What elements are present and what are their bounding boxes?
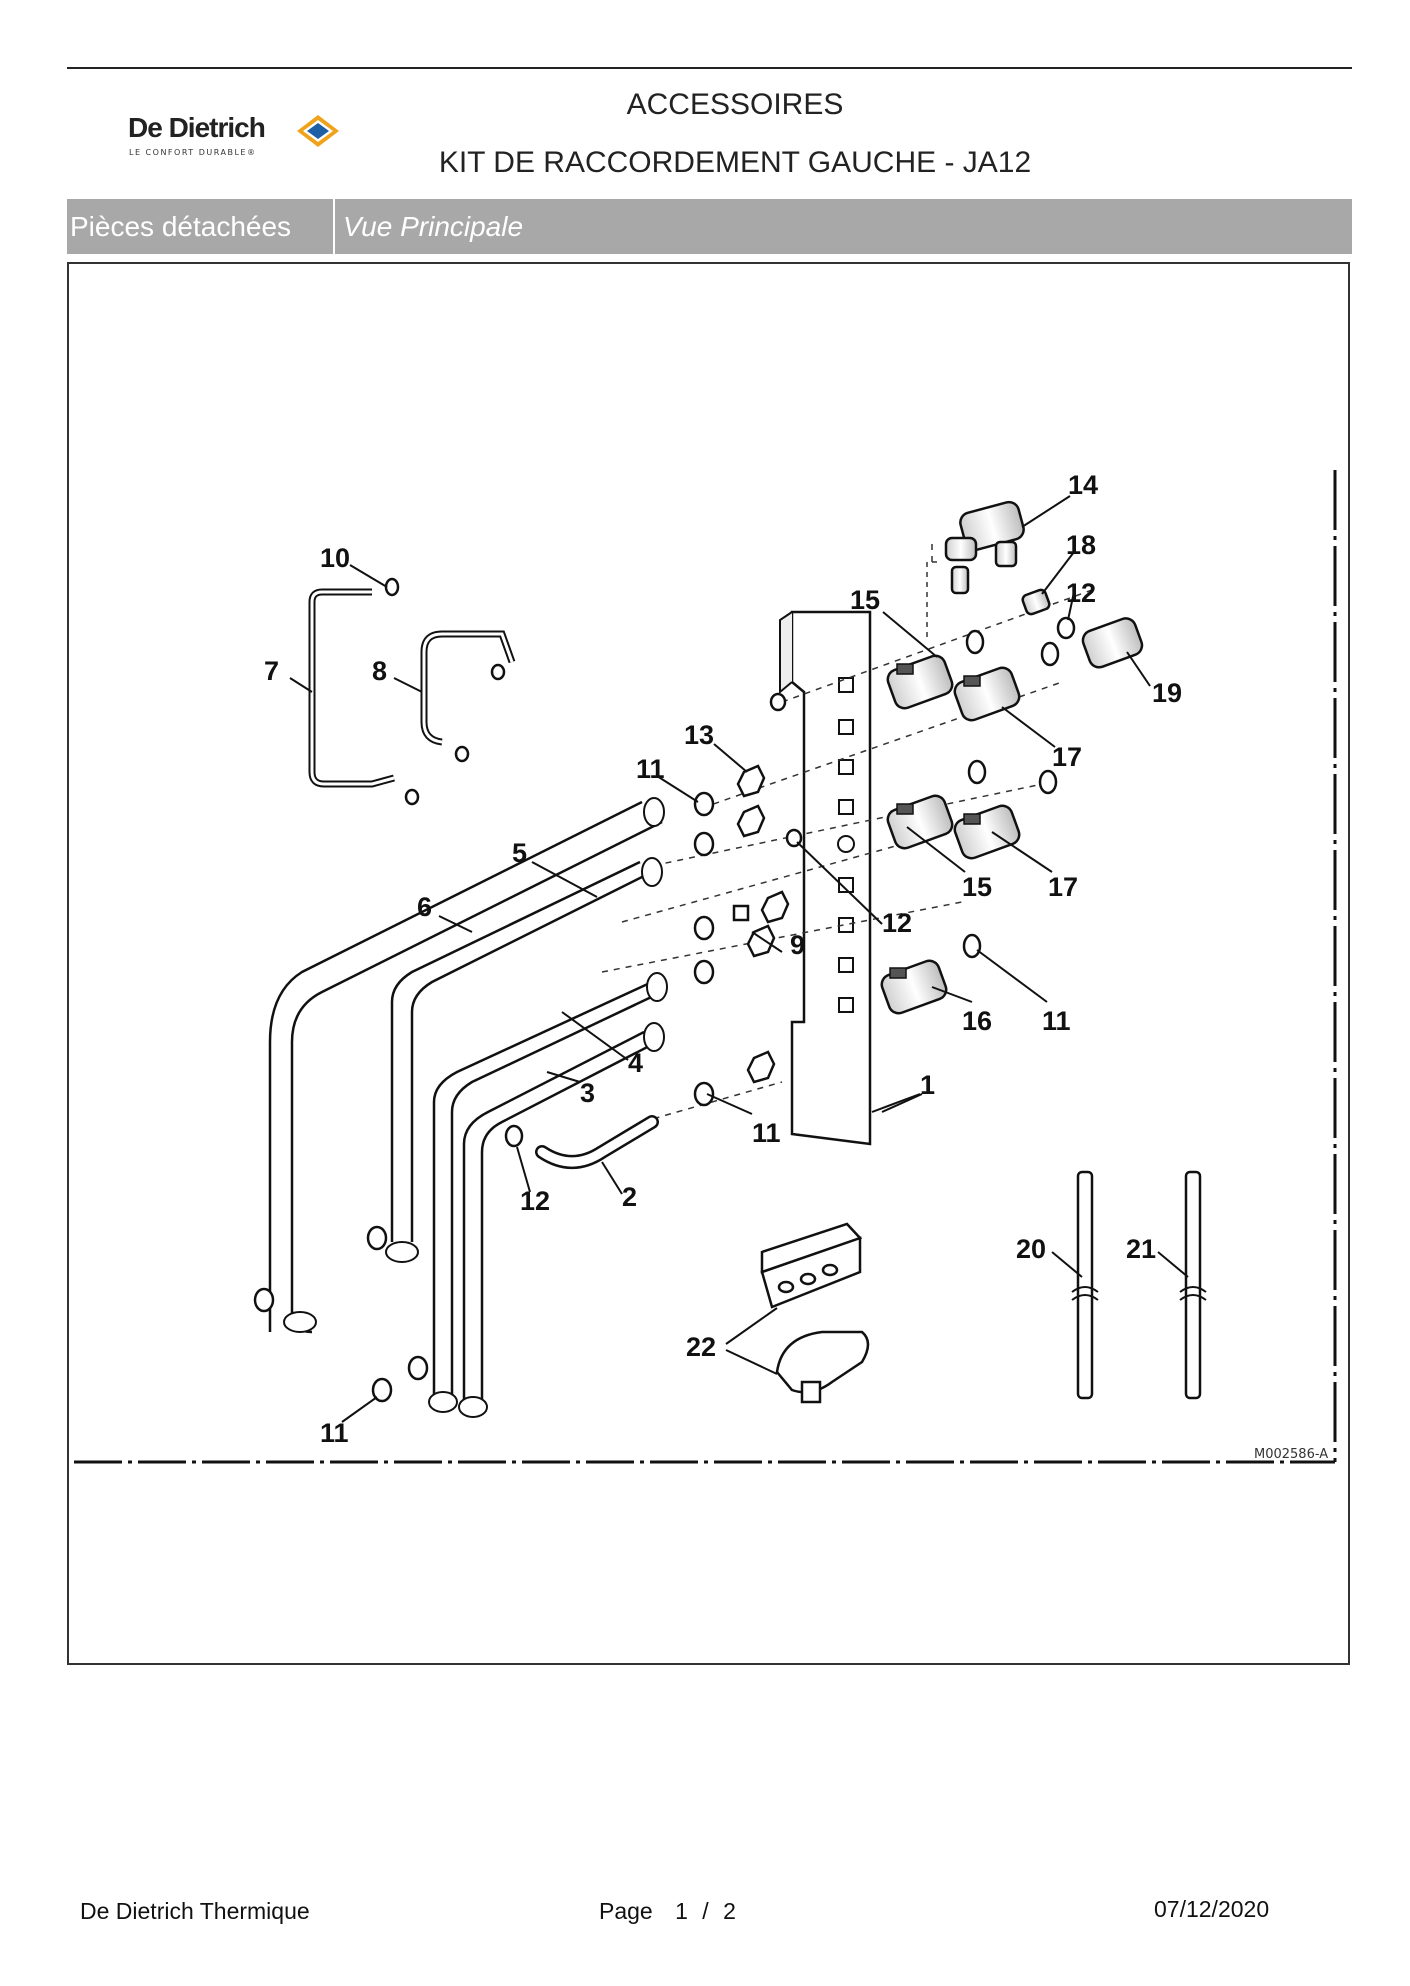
callout-21: 21 (1126, 1234, 1156, 1264)
doc-title: KIT DE RACCORDEMENT GAUCHE - JA12 (438, 146, 1032, 179)
tabs-bar: Pièces détachées Vue Principale (67, 199, 1352, 254)
callout-16: 16 (962, 1006, 992, 1036)
callout-4: 4 (628, 1048, 643, 1078)
callout-5: 5 (512, 838, 527, 868)
page-total: 2 (723, 1898, 736, 1924)
tab-pieces-detachees[interactable]: Pièces détachées (67, 199, 335, 254)
tab-vue-principale[interactable]: Vue Principale (343, 211, 524, 242)
callout-9: 9 (790, 930, 805, 960)
callout-13: 13 (684, 720, 714, 750)
footer-date: 07/12/2020 (1154, 1896, 1270, 1922)
page-separator: / (702, 1898, 709, 1924)
callout-22: 22 (686, 1332, 716, 1362)
callout-11-d: 11 (1042, 1006, 1071, 1036)
top-rule (67, 67, 1352, 69)
exploded-view-frame: 10 7 8 13 11 5 6 9 12 4 3 1 11 2 12 11 1… (67, 262, 1350, 1665)
callout-15-b: 15 (962, 872, 992, 902)
callout-17-b: 17 (1048, 872, 1078, 902)
brand-tagline: LE CONFORT DURABLE® (129, 148, 257, 157)
brand-wordmark: De Dietrich (128, 112, 266, 143)
callout-19: 19 (1152, 678, 1182, 708)
exploded-view-diagram: 10 7 8 13 11 5 6 9 12 4 3 1 11 2 12 11 1… (74, 470, 1337, 1464)
callout-3: 3 (580, 1078, 595, 1108)
footer-company: De Dietrich Thermique (80, 1898, 310, 1924)
callout-6: 6 (417, 892, 432, 922)
de-dietrich-logo: De Dietrich LE CONFORT DURABLE® (128, 112, 348, 164)
doc-heading: ACCESSOIRES (626, 88, 844, 121)
callout-11-c: 11 (320, 1418, 349, 1448)
footer-page-indicator: Page 1 / 2 (599, 1898, 752, 1925)
callout-11-a: 11 (636, 754, 665, 784)
callout-2: 2 (622, 1182, 637, 1212)
callout-18: 18 (1066, 530, 1096, 560)
callout-12-b: 12 (520, 1186, 550, 1216)
diamond-logo-icon (297, 115, 339, 147)
callout-12-a: 12 (882, 908, 912, 938)
callout-17-a: 17 (1052, 742, 1082, 772)
callout-20: 20 (1016, 1234, 1046, 1264)
callout-8: 8 (372, 656, 387, 686)
callout-15-a: 15 (850, 585, 880, 615)
callout-14: 14 (1068, 470, 1098, 500)
callout-11-b: 11 (752, 1118, 781, 1148)
callout-12-c: 12 (1066, 578, 1096, 608)
callout-10: 10 (320, 543, 350, 573)
callout-7: 7 (264, 656, 279, 686)
drawing-reference-code: M002586-A (1254, 1447, 1328, 1462)
callout-1: 1 (920, 1070, 935, 1100)
page-label: Page (599, 1898, 653, 1924)
page-number: 1 (675, 1898, 688, 1924)
